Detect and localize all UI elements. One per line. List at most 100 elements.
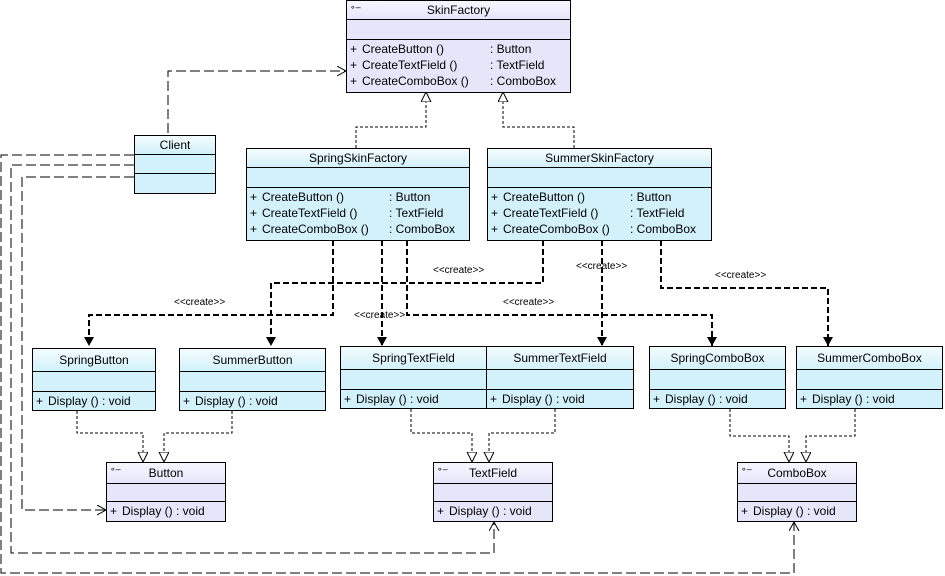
- operation-row: +Display () : void: [741, 504, 836, 518]
- operation-row: +Display () : void: [36, 394, 131, 408]
- realization-spring-skin-factory: [355, 92, 426, 148]
- attributes-compartment: [180, 372, 325, 392]
- operations-compartment: [135, 174, 215, 175]
- operation-row: +Display () : void: [800, 392, 895, 406]
- combo-box-interface[interactable]: ∘‒ ComboBox +Display () : void: [737, 462, 857, 522]
- operations-compartment: +Display () : void: [797, 390, 942, 407]
- class-header: ∘‒ SkinFactory: [347, 1, 570, 20]
- attributes-compartment: [135, 155, 215, 174]
- attributes-compartment: [488, 168, 711, 188]
- class-header: ∘‒ TextField: [434, 463, 552, 484]
- class-header: SummerSkinFactory: [488, 149, 711, 168]
- client-to-combo-box: [0, 154, 794, 574]
- operation-row: +CreateComboBox (): ComboBox: [250, 222, 456, 236]
- spring-text-field-class[interactable]: SpringTextField +Display () : void: [340, 346, 487, 409]
- operation-row: +Display () : void: [344, 392, 439, 406]
- class-name: SummerTextField: [513, 351, 607, 365]
- operations-compartment: +Display () : void: [650, 390, 785, 407]
- operation-row: +Display () : void: [183, 394, 278, 408]
- realization-summer-combo-box: [806, 409, 856, 462]
- create-summer-combo-box: [660, 240, 833, 346]
- attributes-compartment: [341, 370, 486, 390]
- class-name: SpringSkinFactory: [308, 151, 408, 165]
- summer-text-field-class[interactable]: SummerTextField +Display () : void: [486, 346, 634, 409]
- class-name: TextField: [468, 466, 518, 480]
- spring-button-class[interactable]: SpringButton +Display () : void: [32, 348, 156, 411]
- operation-row: +Display () : void: [110, 504, 205, 518]
- realization-spring-combo-box: [729, 409, 789, 462]
- operations-compartment: +Display () : void: [180, 392, 325, 409]
- class-header: ∘‒ ComboBox: [738, 463, 856, 484]
- attributes-compartment: [33, 372, 155, 392]
- operation-row: +CreateTextField (): TextField: [350, 58, 545, 72]
- operations-compartment: +Display () : void: [434, 502, 552, 519]
- summer-button-class[interactable]: SummerButton +Display () : void: [179, 348, 326, 411]
- create-label: <<create>>: [715, 270, 767, 281]
- attributes-compartment: [347, 20, 570, 40]
- attributes-compartment: [650, 370, 785, 390]
- class-name: SpringComboBox: [670, 351, 765, 365]
- attributes-compartment: [797, 370, 942, 390]
- create-label: <<create>>: [433, 265, 485, 276]
- class-name: SummerComboBox: [817, 351, 922, 365]
- skin-factory-class[interactable]: ∘‒ SkinFactory +CreateButton (): Button …: [346, 0, 571, 93]
- class-name: SummerSkinFactory: [545, 151, 654, 165]
- button-interface[interactable]: ∘‒ Button +Display () : void: [106, 462, 226, 522]
- operations-compartment: +CreateButton (): Button +CreateTextFiel…: [347, 40, 570, 89]
- class-header: SpringSkinFactory: [247, 149, 469, 168]
- operation-row: +CreateButton (): Button: [250, 190, 431, 204]
- realization-summer-skin-factory: [503, 92, 575, 148]
- class-header: SpringButton: [33, 349, 155, 372]
- class-name: SpringTextField: [372, 351, 455, 365]
- operations-compartment: +Display () : void: [487, 390, 633, 407]
- realization-summer-button: [164, 411, 233, 462]
- class-header: Client: [135, 136, 215, 155]
- operation-row: +Display () : void: [653, 392, 748, 406]
- interface-icon: ∘‒: [437, 464, 448, 474]
- create-label: <<create>>: [354, 310, 406, 321]
- realization-summer-text-field: [489, 409, 556, 462]
- class-header: SummerComboBox: [797, 347, 942, 370]
- text-field-interface[interactable]: ∘‒ TextField +Display () : void: [433, 462, 553, 522]
- client-to-text-field: [10, 164, 494, 554]
- create-label: <<create>>: [576, 261, 628, 272]
- class-name: SkinFactory: [426, 3, 491, 17]
- class-header: SummerTextField: [487, 347, 633, 370]
- class-name: SpringButton: [59, 353, 129, 367]
- operation-row: +CreateTextField (): TextField: [250, 206, 444, 220]
- class-header: ∘‒ Button: [107, 463, 225, 484]
- operations-compartment: +CreateButton (): Button +CreateTextFiel…: [247, 188, 469, 237]
- operation-row: +CreateButton (): Button: [491, 190, 672, 204]
- class-name: Button: [148, 466, 184, 480]
- operations-compartment: +Display () : void: [33, 392, 155, 409]
- interface-icon: ∘‒: [350, 2, 361, 12]
- spring-combo-box-class[interactable]: SpringComboBox +Display () : void: [649, 346, 786, 409]
- operations-compartment: +Display () : void: [738, 502, 856, 519]
- attributes-compartment: [487, 370, 633, 390]
- interface-icon: ∘‒: [741, 464, 752, 474]
- operation-row: +CreateComboBox (): ComboBox: [491, 222, 697, 236]
- spring-skin-factory-class[interactable]: SpringSkinFactory +CreateButton (): Butt…: [246, 148, 470, 241]
- operation-row: +CreateTextField (): TextField: [491, 206, 685, 220]
- create-label: <<create>>: [503, 297, 555, 308]
- realization-spring-button: [76, 411, 143, 462]
- summer-skin-factory-class[interactable]: SummerSkinFactory +CreateButton (): Butt…: [487, 148, 712, 241]
- operations-compartment: +Display () : void: [341, 390, 486, 407]
- class-header: SummerButton: [180, 349, 325, 372]
- create-label: <<create>>: [174, 297, 226, 308]
- client-class[interactable]: Client: [134, 135, 216, 194]
- class-header: SpringTextField: [341, 347, 486, 370]
- create-summer-button: [266, 240, 544, 346]
- class-header: SpringComboBox: [650, 347, 785, 370]
- attributes-compartment: [107, 484, 225, 502]
- interface-icon: ∘‒: [110, 464, 121, 474]
- create-spring-combo-box: [406, 240, 717, 346]
- attributes-compartment: [434, 484, 552, 502]
- class-name: Client: [159, 138, 191, 152]
- operations-compartment: +Display () : void: [107, 502, 225, 519]
- operation-row: +CreateComboBox (): ComboBox: [350, 74, 557, 88]
- create-spring-button: [84, 240, 334, 346]
- summer-combo-box-class[interactable]: SummerComboBox +Display () : void: [796, 346, 943, 409]
- client-to-skin-factory: [167, 71, 346, 133]
